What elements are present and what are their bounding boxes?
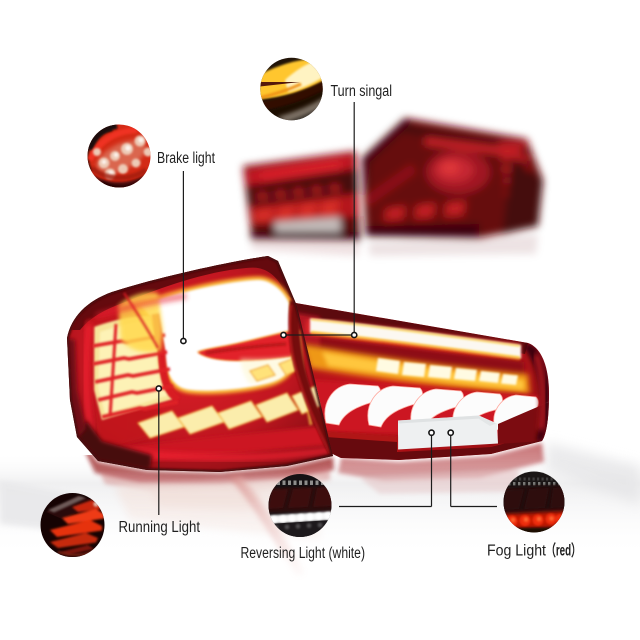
svg-text:Fog Light: Fog Light [487,543,547,560]
svg-text:Running Light: Running Light [119,519,201,536]
svg-text:Turn singal: Turn singal [331,83,393,100]
svg-text:Reversing Light (white): Reversing Light (white) [241,545,366,562]
svg-text:（red）: （red） [546,542,581,560]
svg-text:Brake light: Brake light [157,150,216,167]
